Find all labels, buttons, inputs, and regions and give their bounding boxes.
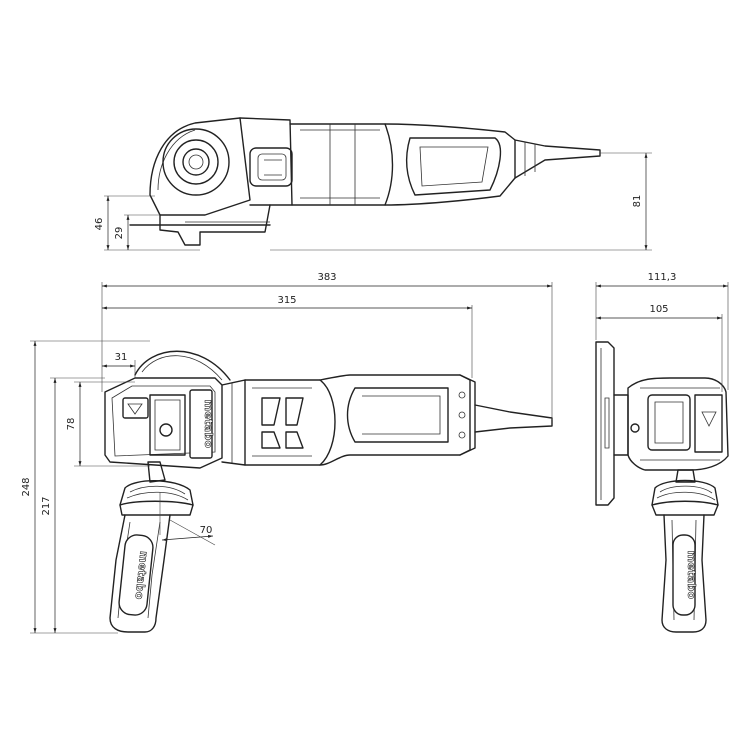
front-view: metabo metabo [104, 350, 553, 633]
head-logo-text: metabo [202, 400, 215, 449]
front-view-dimensions: 383 315 31 78 248 217 70 [21, 272, 553, 634]
dim-height-handle: 217 [41, 496, 52, 515]
side-handle-logo-text: metabo [685, 551, 698, 600]
dim-height-guard: 46 [94, 218, 105, 231]
dim-height-total: 81 [632, 195, 643, 208]
side-view-dimensions: 111,3 105 [595, 272, 729, 392]
dim-length-total: 383 [317, 272, 336, 283]
dim-length-body: 315 [277, 295, 296, 306]
dim-height-handle-total: 248 [21, 477, 32, 496]
top-view [129, 117, 601, 246]
dim-width-guard: 105 [649, 304, 668, 315]
handle-logo-text: metabo [132, 550, 150, 600]
dim-height-head: 78 [66, 418, 77, 431]
dim-handle-angle: 70 [200, 525, 213, 536]
dim-height-spindle: 29 [114, 227, 125, 240]
top-view-dimensions: 81 46 29 [94, 152, 652, 251]
side-view: metabo [595, 341, 729, 633]
dim-width-total: 111,3 [648, 272, 677, 283]
dim-offset-guard: 31 [115, 352, 128, 363]
